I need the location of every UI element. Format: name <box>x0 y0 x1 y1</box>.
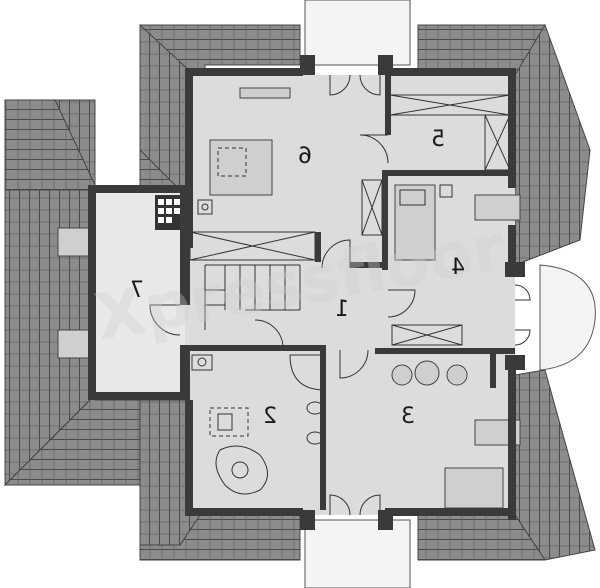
room-4-furniture <box>361 179 521 261</box>
room-label-2: 2 <box>263 404 277 429</box>
walls <box>88 55 525 530</box>
room-label-1: 1 <box>335 297 349 322</box>
room-6-furniture <box>197 87 291 215</box>
room-label-5: 5 <box>431 127 445 152</box>
room-label-3: 3 <box>401 404 415 429</box>
room-label-6: 6 <box>298 144 312 169</box>
room-label-4: 4 <box>451 255 465 280</box>
dormers <box>304 0 596 588</box>
room-3-furniture <box>391 324 521 509</box>
room-labels: 6 5 4 7 1 2 3 <box>130 127 465 429</box>
room-label-7: 7 <box>130 278 144 303</box>
doors <box>149 74 531 516</box>
